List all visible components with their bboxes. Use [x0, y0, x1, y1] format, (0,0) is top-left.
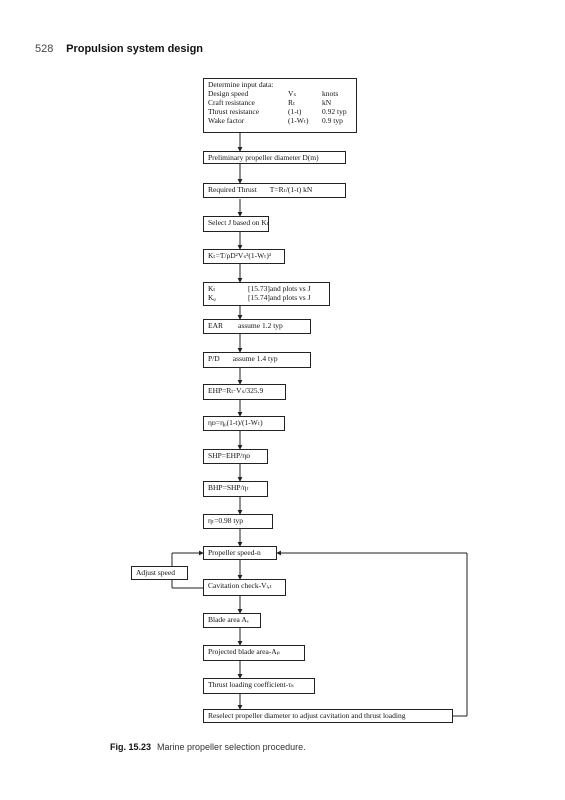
input-data-box: Determine input data: Design speed Vₛ kn…: [203, 78, 357, 133]
input-row: Craft resistance Rₜ kN: [208, 98, 352, 107]
input-symbol: Vₛ: [288, 89, 297, 98]
propeller-speed-box: Propeller speed-n: [203, 546, 277, 560]
bhp-box: BHP=SHP/ηₜ: [203, 481, 268, 497]
input-value: kN: [322, 98, 332, 107]
input-value: 0.92 typ: [322, 107, 347, 116]
kt-text: [15.73]and plots vs J: [248, 284, 311, 293]
pd-box: P/D assume 1.4 typ: [203, 352, 311, 368]
page-header: 528 Propulsion system design: [35, 43, 203, 55]
required-thrust-box: Required Thrust T=Rₜ/(1-t) kN: [203, 183, 346, 198]
input-value: knots: [322, 89, 339, 98]
input-value: 0.9 typ: [322, 116, 343, 125]
figure-label: Fig. 15.23: [110, 742, 152, 752]
input-symbol: (1-t): [288, 107, 302, 116]
ear-box: EAR assume 1.2 typ: [203, 319, 311, 334]
input-label: Design speed: [208, 89, 249, 98]
thrust-loading-box: Thrust loading coefficient-τₖ: [203, 678, 315, 694]
kt-formula-box: Kₜ=T/ρD²Vₛ²(1-Wₜ)²: [203, 249, 285, 264]
input-row: Design speed Vₛ knots: [208, 89, 352, 98]
shp-box: SHP=EHP/ηᴅ: [203, 449, 268, 464]
figure-caption: Fig. 15.23 Marine propeller selection pro…: [110, 742, 306, 752]
cavitation-check-box: Cavitation check-Vₗ,ₜ: [203, 579, 286, 596]
input-label: Craft resistance: [208, 98, 255, 107]
input-row: Wake factor (1-Wₜ) 0.9 typ: [208, 116, 352, 125]
input-heading: Determine input data:: [208, 80, 274, 89]
select-j-box: Select J based on Kₜ: [203, 216, 269, 232]
reselect-diameter-box: Reselect propeller diameter to adjust ca…: [203, 709, 453, 723]
input-label: Thrust resistance: [208, 107, 260, 116]
kt-symbol: Kₜ: [208, 284, 216, 293]
input-label: Wake factor: [208, 116, 245, 125]
input-symbol: Rₜ: [288, 98, 296, 107]
ehp-box: EHP=Rₜ·Vₛ/325.9: [203, 384, 286, 400]
kq-text: [15.74]and plots vs J: [248, 293, 311, 302]
kt-kq-box: Kₜ [15.73]and plots vs J Kᵩ [15.74]and p…: [203, 282, 330, 306]
eta-t-box: ηₜ=0.98 typ: [203, 514, 273, 529]
preliminary-diameter-box: Preliminary propeller diameter D(m): [203, 151, 346, 164]
figure-caption-text: Marine propeller selection procedure.: [157, 742, 306, 752]
page-title: Propulsion system design: [66, 43, 204, 55]
input-row: Thrust resistance (1-t) 0.92 typ: [208, 107, 352, 116]
kq-row: Kᵩ [15.74]and plots vs J: [208, 293, 325, 302]
projected-blade-area-box: Projected blade area-Aₚ: [203, 645, 305, 661]
kq-symbol: Kᵩ: [208, 293, 216, 302]
eta-d-box: ηᴅ=η₀(1-t)/(1-Wₜ): [203, 416, 285, 431]
adjust-speed-box: Adjust speed: [131, 566, 188, 580]
blade-area-box: Blade area Aₑ: [203, 613, 261, 628]
input-symbol: (1-Wₜ): [288, 116, 309, 125]
kt-row: Kₜ [15.73]and plots vs J: [208, 284, 325, 293]
page-number: 528: [35, 43, 54, 55]
